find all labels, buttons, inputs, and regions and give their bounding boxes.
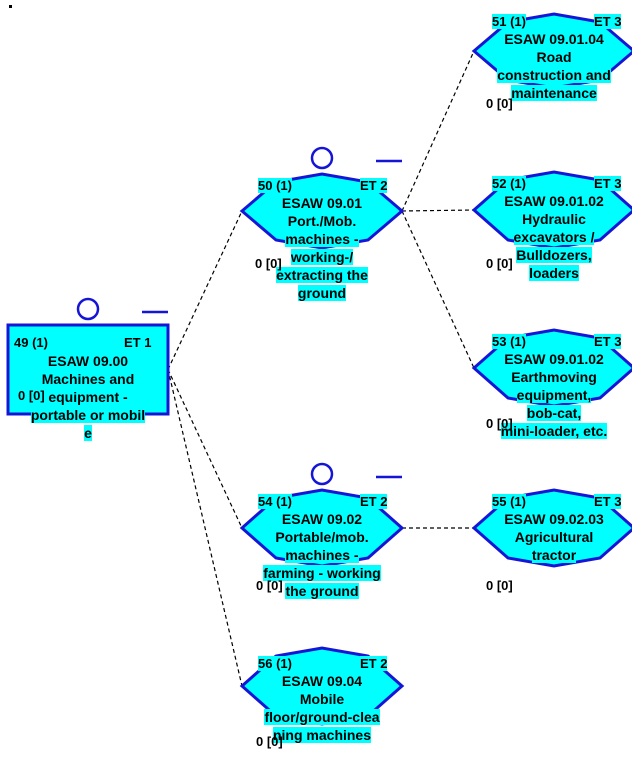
node-description-line: Road	[536, 49, 572, 65]
node-code: ESAW 09.01	[281, 195, 363, 211]
node-code: ESAW 09.02	[281, 511, 363, 527]
node-description-line: extracting the	[276, 267, 368, 283]
node-description-line: equipment -	[48, 389, 128, 405]
node-description-line: maintenance	[511, 85, 597, 101]
node-code: ESAW 09.00	[47, 353, 129, 369]
node-et-level: ET 3	[594, 176, 622, 191]
node-et-level: ET 2	[360, 494, 388, 509]
connector-lines	[167, 50, 475, 687]
node-et-level: ET 3	[594, 494, 622, 509]
node-id: 50 (1)	[258, 178, 292, 193]
node-code: ESAW 09.02.03	[504, 511, 604, 527]
node-et-level: ET 2	[360, 656, 388, 671]
node-count: 0 [0]	[486, 416, 513, 431]
node-code: ESAW 09.01.02	[504, 351, 604, 367]
node-description-line: tractor	[531, 547, 577, 563]
node-description-line: excavators /	[513, 229, 595, 245]
connector-n50-n53	[401, 210, 475, 369]
node-code: ESAW 09.01.04	[504, 31, 604, 47]
state-circle-icon	[76, 297, 100, 321]
node-description-line: Port./Mob.	[287, 213, 357, 229]
node-code: ESAW 09.04	[281, 673, 363, 689]
node-description-line: Mobile	[299, 691, 345, 707]
node-count: 0 [0]	[486, 578, 513, 593]
node-description-line: ning machines	[272, 727, 372, 743]
node-id: 51 (1)	[492, 14, 526, 29]
node-et-level: ET 3	[594, 14, 622, 29]
node-id: 55 (1)	[492, 494, 526, 509]
node-description-line: machines -	[285, 231, 359, 247]
node-description-line: Portable/mob.	[275, 529, 369, 545]
node-description-line: Earthmoving	[511, 369, 597, 385]
node-count: 0 [0]	[256, 734, 283, 749]
state-circle-icon	[310, 462, 334, 486]
node-id: 56 (1)	[258, 656, 292, 671]
node-code: ESAW 09.01.02	[504, 193, 604, 209]
connector-n50-n52	[401, 209, 475, 212]
node-id: 49 (1)	[14, 335, 48, 350]
node-et-level: ET 3	[594, 334, 622, 349]
connector-n49-n56	[167, 369, 243, 687]
node-description-line: equipment,	[516, 387, 592, 403]
node-count: 0 [0]	[486, 96, 513, 111]
node-description-line: the ground	[285, 583, 359, 599]
node-count: 0 [0]	[256, 578, 283, 593]
node-id: 54 (1)	[258, 494, 292, 509]
node-count: 0 [0]	[486, 256, 513, 271]
connector-n49-n54	[167, 369, 243, 529]
node-description-line: floor/ground-clea	[264, 709, 380, 725]
connector-n50-n51	[401, 50, 475, 212]
node-description-line: loaders	[529, 265, 579, 281]
node-description-line: machines -	[285, 547, 359, 563]
node-description-line: Machines and	[41, 371, 135, 387]
node-description-line: farming - working	[263, 565, 381, 581]
node-description-line: ground	[297, 285, 347, 301]
node-et-level: ET 2	[360, 178, 388, 193]
node-id: 52 (1)	[492, 176, 526, 191]
node-description-line: Bulldozers,	[516, 247, 592, 263]
node-description-line: Agricultural	[514, 529, 594, 545]
node-description-line: construction and	[497, 67, 611, 83]
node-description-line: Hydraulic	[522, 211, 586, 227]
node-description-line: working-/	[290, 249, 354, 265]
node-id: 53 (1)	[492, 334, 526, 349]
node-description-line: mini-loader, etc.	[500, 423, 608, 439]
corner-dot	[9, 5, 12, 8]
node-description-line: bob-cat,	[526, 405, 582, 421]
node-et-level: ET 1	[124, 335, 152, 350]
node-description-line: portable or mobil	[30, 407, 146, 423]
state-circle-icon	[310, 146, 334, 170]
node-count: 0 [0]	[18, 388, 45, 403]
node-count: 0 [0]	[255, 256, 282, 271]
connector-n49-n50	[167, 210, 243, 370]
node-description-line: e	[84, 425, 92, 441]
